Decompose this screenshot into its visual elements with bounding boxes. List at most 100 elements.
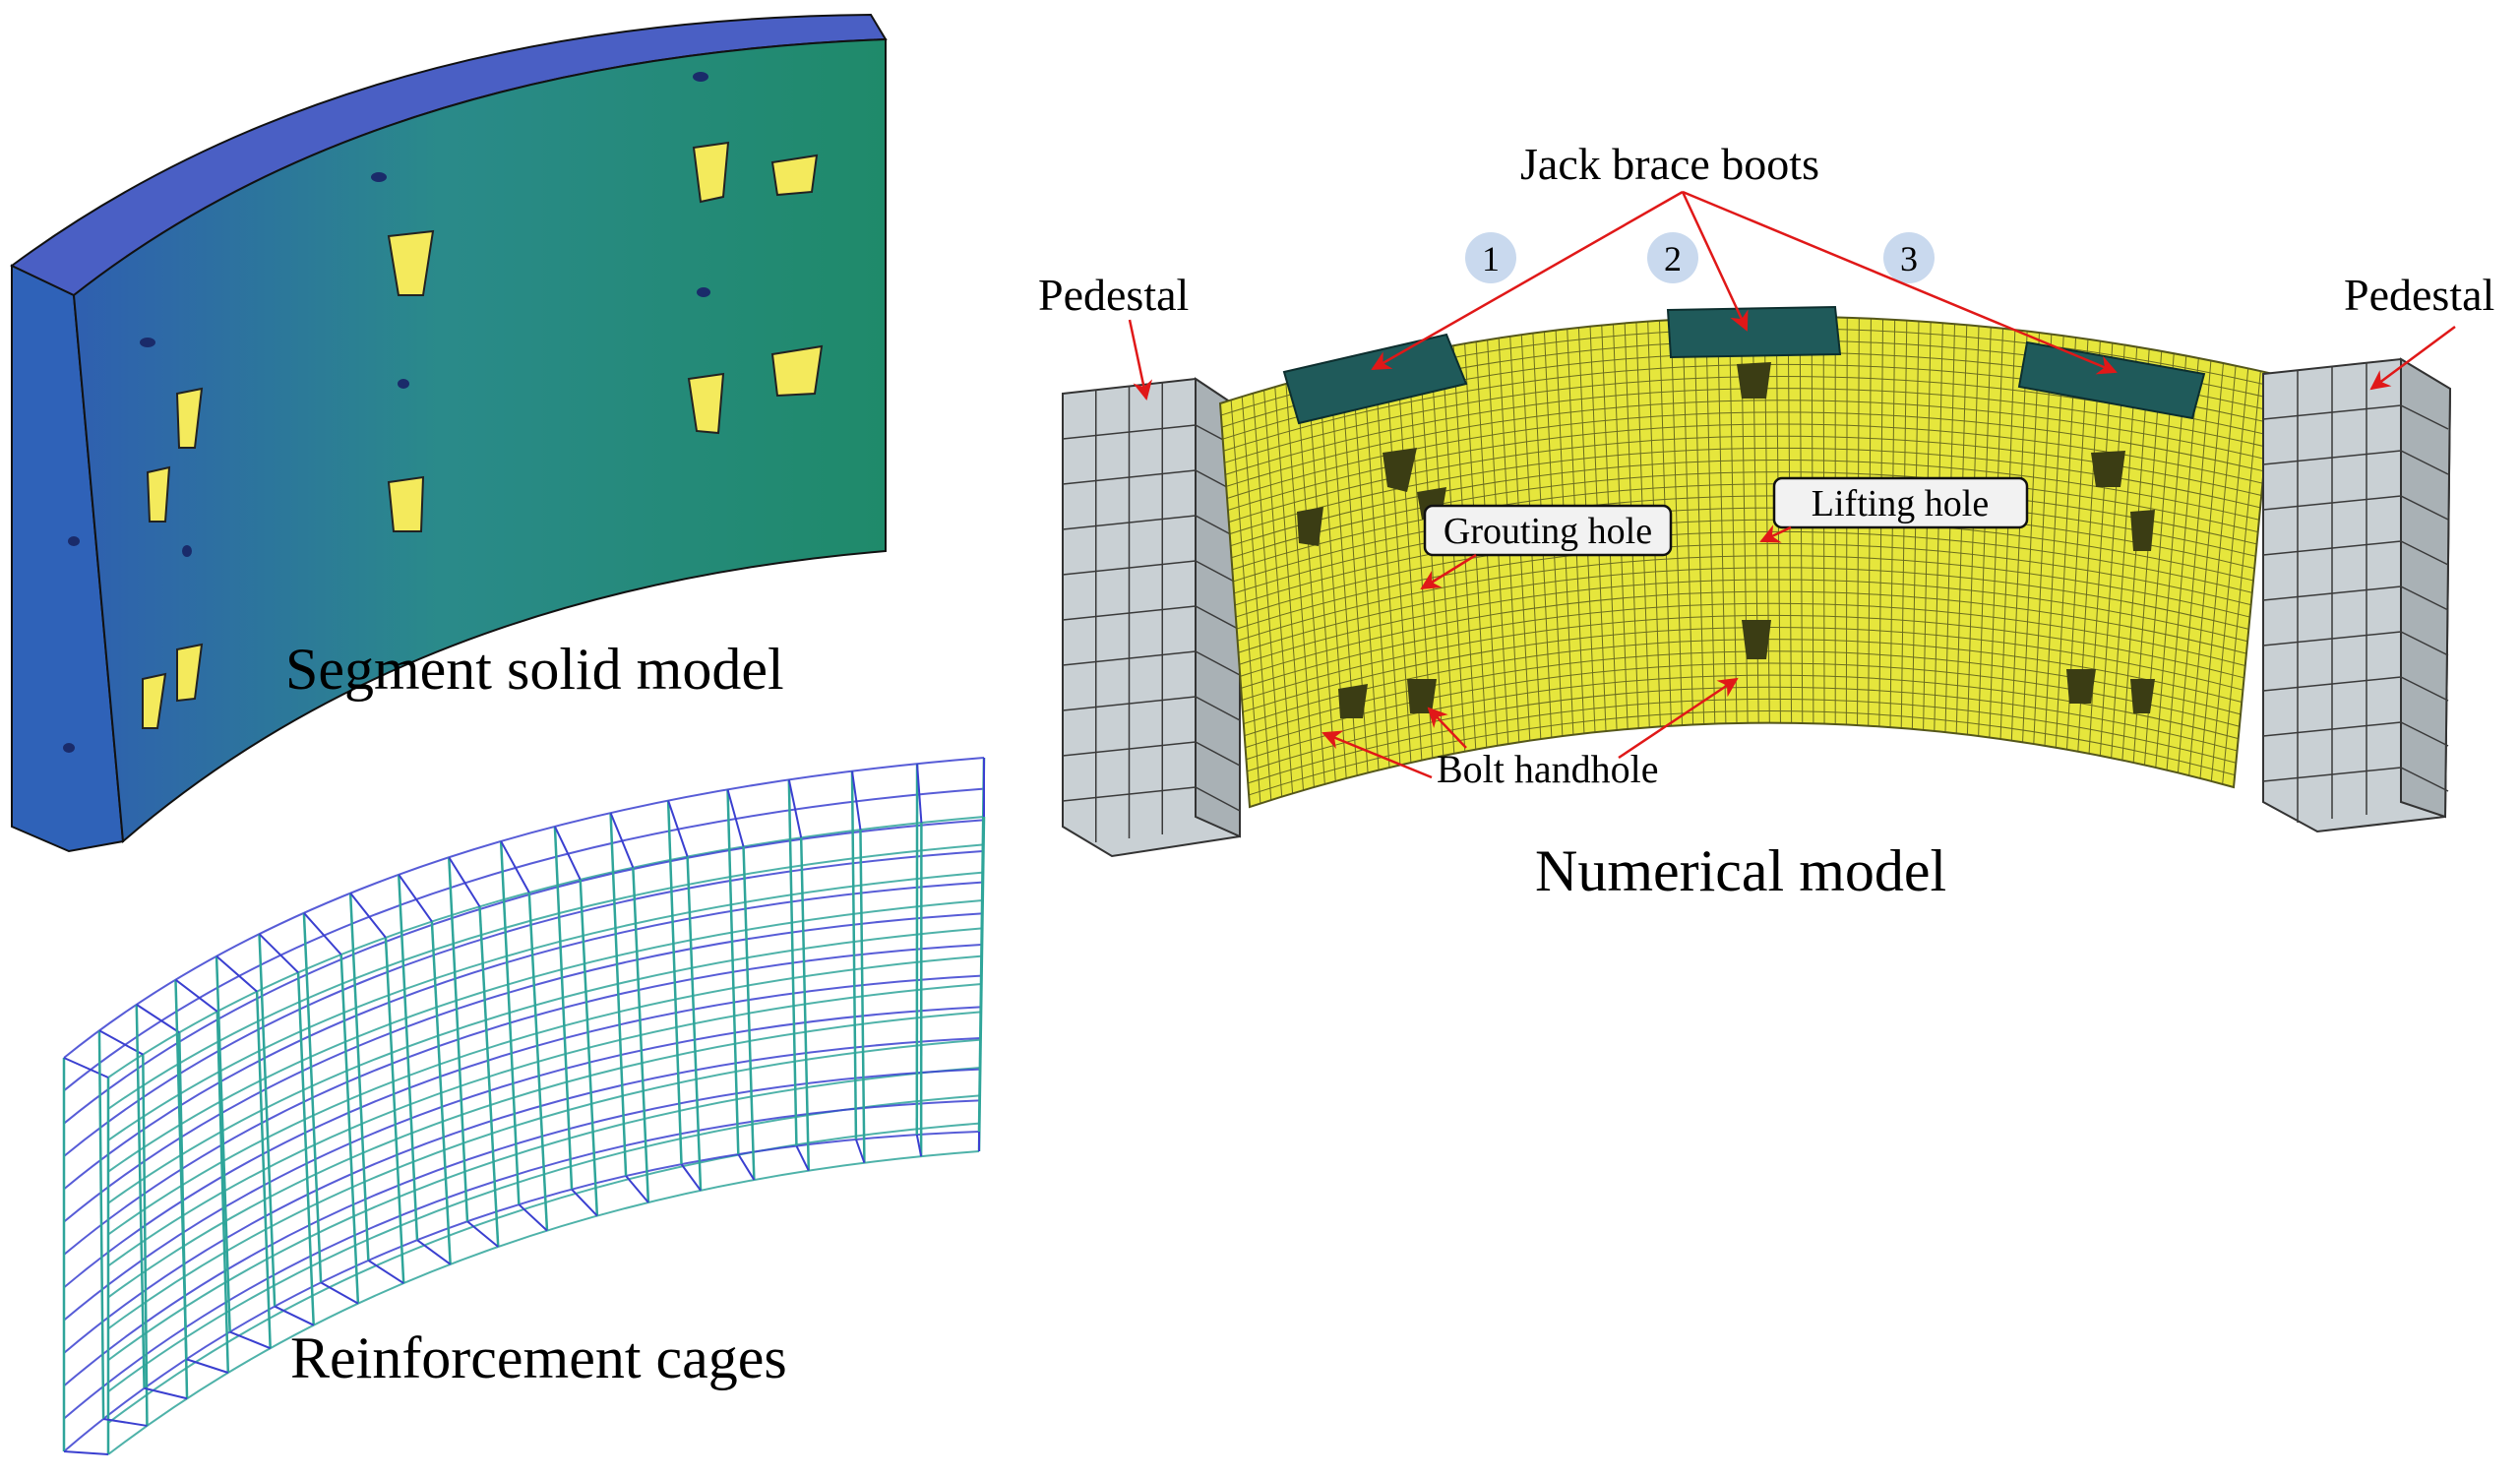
rebar-stirrup: [666, 800, 683, 1165]
lifting-hole-box: [1772, 476, 2029, 529]
mesh-col-line: [1296, 380, 1325, 784]
segment-solid-model: [10, 13, 888, 853]
arrow-pedestal-left: [1128, 319, 1153, 400]
rebar-tie: [229, 1330, 272, 1350]
rebar-stirrup: [527, 892, 549, 1231]
mesh-col-line: [2033, 334, 2053, 745]
mesh-col-line: [1705, 318, 1716, 724]
rebar-stirrup: [215, 955, 231, 1332]
mesh-col-line: [2010, 331, 2028, 741]
pedestal-right-block: [2262, 357, 2452, 833]
numerical-model: [1062, 305, 2452, 858]
mesh-col-line: [2099, 344, 2125, 757]
mesh-col-line: [2177, 360, 2212, 773]
rebar-tie: [850, 770, 862, 831]
mesh-col-line: [1385, 358, 1412, 764]
rebar-stirrup: [742, 846, 756, 1181]
rebar-tie: [667, 800, 689, 857]
pedestal-grid-line: [1062, 605, 1197, 621]
rebar-tie: [571, 1188, 598, 1217]
rebar-stirrup: [97, 1030, 105, 1420]
rebar-stirrup: [977, 816, 986, 1152]
rebar-stirrup: [135, 1004, 146, 1388]
jack-brace-boots: [1282, 305, 2206, 425]
label-numerical-model: Numerical model: [1535, 838, 1946, 903]
label-lifting-hole: Lifting hole: [1812, 483, 1989, 524]
pedestal-grid-line: [1195, 741, 1241, 767]
rebar-tie: [186, 1358, 229, 1374]
rebar-stirrup: [348, 893, 370, 1261]
pedestal-grid-line: [2262, 767, 2402, 782]
rebar-tie: [915, 1134, 923, 1157]
solid-face-holes: [63, 287, 710, 753]
pedestal-grid-line: [2262, 676, 2402, 692]
rebar-stirrup: [726, 789, 740, 1154]
rebar-stirrup: [430, 921, 452, 1264]
mesh-col-line: [2222, 371, 2261, 784]
badge-1-circle: [1465, 232, 1516, 283]
pedestal-grid-line: [1195, 605, 1241, 631]
pedestal-grid-line: [1062, 650, 1197, 666]
arrow-pedestal-right: [2369, 325, 2456, 391]
pedestal-grid-line: [2262, 404, 2402, 420]
rebar-tie: [787, 779, 803, 838]
rebar-tie: [726, 789, 745, 847]
rebar-stirrup: [799, 837, 811, 1171]
rebar-tie: [609, 812, 635, 869]
badge-2-circle: [1647, 232, 1698, 283]
rebar-stirrup: [384, 937, 405, 1284]
badge-3-circle: [1883, 232, 1935, 283]
mesh-col-line: [1274, 387, 1305, 791]
mesh-col-line: [1307, 377, 1336, 781]
mesh-col-line: [1374, 361, 1401, 766]
mesh-col-line: [1978, 327, 1992, 737]
label-segment-solid-model: Segment solid model: [285, 637, 784, 702]
mesh-col-line: [1252, 393, 1283, 797]
rebar-tie: [303, 912, 342, 955]
rebar-stirrup: [258, 934, 277, 1307]
pedestal-grid-line: [1062, 515, 1197, 530]
lifting-hole-callout: Lifting hole: [1772, 476, 2029, 529]
rebar-stirrup: [579, 879, 599, 1216]
badge-1-number: 1: [1482, 239, 1500, 278]
pedestal-grid-line: [2400, 631, 2449, 656]
rebar-longitudinal: [63, 1037, 981, 1354]
arrow-boot-3: [1682, 190, 2118, 375]
arrow-grouting-hole: [1420, 553, 1477, 590]
pedestal-grid-line: [2262, 631, 2402, 647]
pedestal-grid-line: [1062, 469, 1197, 485]
mesh-col-line: [1693, 318, 1705, 725]
rebar-stirrup: [448, 857, 469, 1222]
rebar-tie: [367, 1260, 404, 1284]
rebar-stirrup: [632, 867, 650, 1203]
boot-number-badges: 1 2 3: [1465, 232, 1935, 283]
mesh-col-line: [1729, 317, 1738, 724]
rebar-stirrup: [686, 856, 703, 1191]
rebar-tie: [274, 1305, 315, 1326]
rebar-tie: [215, 955, 258, 993]
arrow-bolt-handhole-mid: [1427, 707, 1467, 749]
label-pedestal-right: Pedestal: [2344, 270, 2494, 320]
rebar-stirrup: [397, 874, 419, 1241]
label-jack-brace-boots: Jack brace boots: [1520, 139, 1819, 189]
mesh-col-line: [2199, 365, 2237, 779]
arrow-bolt-handhole-left: [1321, 730, 1433, 779]
mesh-col-line: [2121, 348, 2150, 761]
rebar-tie: [398, 874, 433, 923]
mesh-col-line: [1230, 400, 1261, 804]
rebar-stirrup: [142, 1054, 149, 1426]
rebar-tie: [258, 933, 299, 973]
rebar-tie: [102, 1418, 148, 1427]
rebar-tie: [320, 1281, 359, 1305]
rebar-tie: [795, 1145, 810, 1172]
arrow-boot-2: [1681, 191, 1749, 332]
label-pedestal-left: Pedestal: [1038, 270, 1189, 320]
rebar-stirrup: [302, 912, 323, 1283]
rebar-tie: [854, 1139, 866, 1164]
rebar-tie: [466, 1220, 499, 1248]
rebar-longitudinal: [63, 974, 982, 1289]
annotation-arrows: [1128, 190, 2456, 779]
rebar-longitudinal: [63, 1131, 980, 1452]
rebar-stirrup: [174, 979, 188, 1360]
